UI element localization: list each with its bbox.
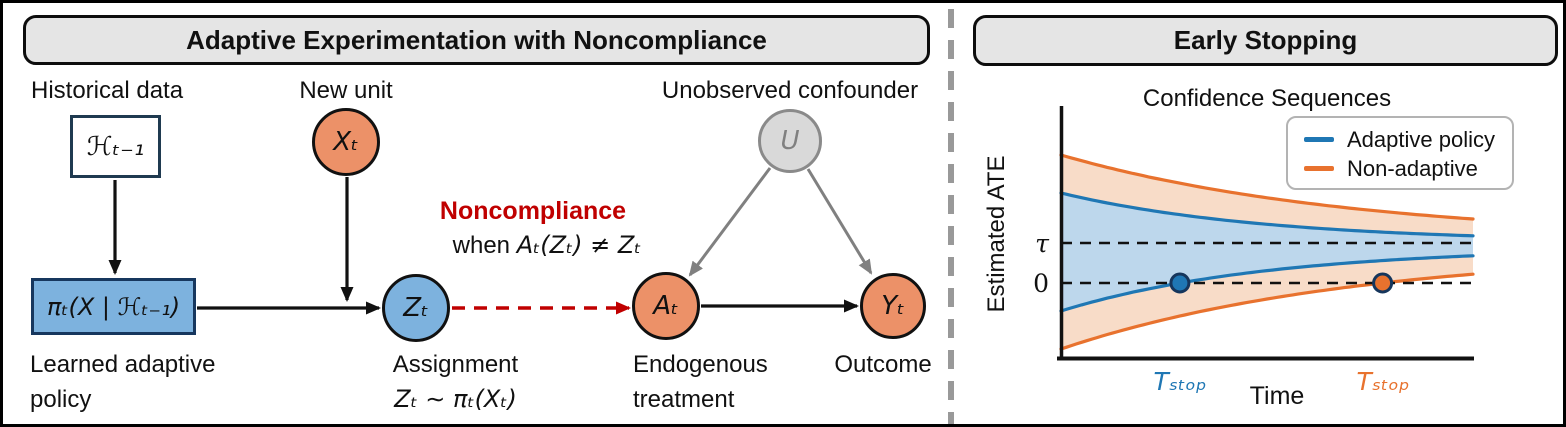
node-outcome: Yₜ: [860, 273, 926, 339]
band-upper-line-0: [1059, 191, 1475, 238]
legend-label-nonadaptive: Non-adaptive: [1347, 155, 1478, 181]
legend-label-adaptive: Adaptive policy: [1347, 126, 1495, 152]
ytick-zero: 0: [1033, 269, 1049, 298]
assignment-formula: Zₜ ∼ πₜ(Xₜ): [394, 385, 517, 413]
arrow-confounder-to-treatment: [688, 167, 772, 277]
node-assignment: Zₜ: [382, 274, 450, 342]
noncompliance-when: when: [452, 232, 517, 259]
right-panel-title: Early Stopping: [973, 15, 1558, 66]
node-treatment: Aₜ: [632, 272, 700, 340]
learned-policy-caption-line1: Learned adaptive: [30, 351, 216, 378]
noncompliance-title: Noncompliance: [439, 197, 627, 225]
node-policy: πₜ(X | ℋₜ₋₁): [31, 278, 196, 335]
assignment-caption: Assignment Zₜ ∼ πₜ(Xₜ): [373, 347, 538, 417]
legend-line-nonadaptive-icon: [1304, 166, 1334, 171]
outcome-caption: Outcome: [834, 351, 932, 378]
legend-row-adaptive: Adaptive policy: [1304, 125, 1502, 154]
x-axis-label: Time: [1249, 382, 1305, 410]
unobserved-confounder-label: Unobserved confounder: [661, 77, 919, 104]
noncompliance-condition: when Aₜ(Zₜ) ≠ Zₜ: [422, 231, 672, 260]
dag-arrows: [108, 167, 873, 315]
figure-canvas: [108, 9, 1477, 424]
node-history: ℋₜ₋₁: [70, 115, 161, 178]
arrow-confounder-to-outcome: [806, 168, 873, 275]
node-confounder: U: [758, 109, 822, 173]
chart-title: Confidence Sequences: [1142, 85, 1392, 112]
legend-line-adaptive-icon: [1304, 137, 1334, 142]
stopping-dot-1: [1372, 272, 1394, 294]
band-lower-line-1: [1059, 272, 1475, 351]
chart-axes: [1057, 106, 1474, 361]
learned-policy-caption: Learned adaptive policy: [30, 347, 215, 417]
treatment-caption-line2: treatment: [633, 386, 735, 413]
band-fill-0: [1061, 193, 1473, 311]
tstop-nonadaptive-label: Tₛₜₒₚ: [1356, 367, 1410, 396]
stopping-dot-0: [1169, 272, 1191, 294]
treatment-caption: Endogenous treatment: [633, 347, 768, 417]
treatment-caption-line1: Endogenous: [633, 351, 768, 378]
assignment-caption-text: Assignment: [392, 351, 519, 378]
noncompliance-formula: Aₜ(Zₜ) ≠ Zₜ: [516, 231, 642, 259]
tstop-adaptive-label: Tₛₜₒₚ: [1153, 367, 1207, 396]
historical-data-label: Historical data: [31, 77, 184, 104]
band-upper-line-1: [1059, 153, 1475, 221]
legend-row-nonadaptive: Non-adaptive: [1304, 154, 1502, 183]
new-unit-label: New unit: [299, 77, 393, 104]
node-covariate: Xₜ: [312, 108, 380, 176]
band-lower-line-0: [1059, 254, 1475, 313]
confidence-sequences-plot: [1059, 153, 1477, 351]
learned-policy-caption-line2: policy: [30, 386, 92, 413]
left-panel-title: Adaptive Experimentation with Noncomplia…: [23, 15, 930, 65]
ytick-tau: τ: [1035, 229, 1049, 258]
chart-legend: Adaptive policy Non-adaptive: [1286, 116, 1514, 190]
